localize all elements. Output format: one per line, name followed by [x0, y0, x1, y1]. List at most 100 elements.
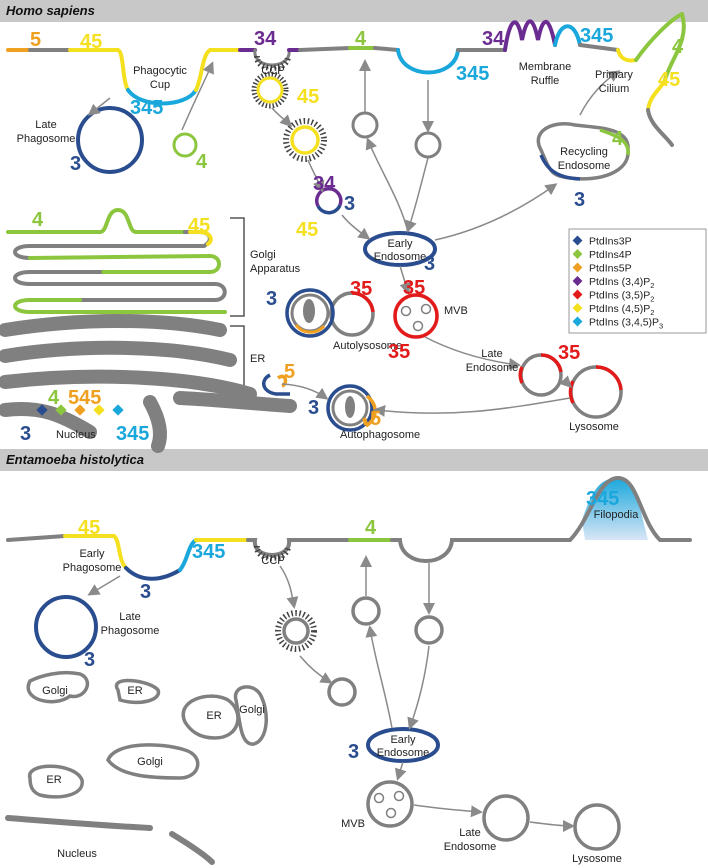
golgi-label-a: Golgi	[42, 685, 68, 697]
n-45-cilium: 45	[658, 69, 680, 91]
ameba-mvb	[366, 780, 414, 828]
ccv-2	[290, 125, 320, 155]
n-35-mvb-below: 35	[388, 341, 410, 363]
golgi-bracket	[230, 217, 245, 317]
ameba-labels: Early Phagosome Late Phagosome CCP Filop…	[42, 509, 639, 865]
human-vesicles	[76, 71, 630, 432]
late-phagosome-circle	[76, 106, 144, 174]
golgi-label-b: Golgi	[239, 704, 265, 716]
ameba-vesicles	[26, 595, 621, 851]
a-3-endosome: 3	[348, 741, 359, 763]
n-3-late-phagosome: 3	[70, 153, 81, 175]
a-3-late-phagosome: 3	[84, 649, 95, 671]
autolysosome-outer	[285, 288, 335, 338]
n-5-autophagosome: 5	[370, 408, 381, 430]
legend-box	[568, 228, 707, 334]
legend-label-3: PtdIns (3,4)P2	[589, 276, 654, 290]
legend-swatch-4	[572, 289, 583, 300]
n-34-ccp: 34	[254, 28, 277, 50]
mvb-circle	[393, 293, 439, 339]
early-endosome-label-1: Early	[387, 238, 413, 250]
n-345-pm: 345	[456, 63, 489, 85]
legend-label-5: PtdIns (4,5)P2	[589, 303, 654, 317]
n-3-early-endosome: 3	[424, 253, 435, 275]
ameba-nucleus	[5, 815, 215, 865]
er-label-b: ER	[206, 710, 221, 722]
phagocytic-cup-label-2: Cup	[150, 79, 170, 91]
filopodia-label: Filopodia	[594, 509, 640, 521]
human-labels: Phagocytic Cup Late Phagosome CCP Membra…	[17, 61, 634, 441]
recycling-endosome-label-1: Recycling	[560, 146, 608, 158]
golgi-label-c: Golgi	[137, 756, 163, 768]
n-345-nucleus: 345	[116, 423, 149, 445]
n-345-ruffle: 345	[580, 25, 613, 47]
nucleus-label: Nucleus	[56, 429, 96, 441]
ameba-nucleus-label: Nucleus	[57, 848, 97, 860]
n-4-recycling: 4	[612, 128, 624, 150]
early-endosome-label-2: Endosome	[374, 251, 427, 263]
homo-sapiens-title: Homo sapiens	[6, 3, 95, 18]
ameba-early-endosome-label-1: Early	[390, 734, 416, 746]
er-label-c: ER	[46, 774, 61, 786]
ameba-late-endosome	[482, 794, 530, 842]
entamoeba-title: Entamoeba histolytica	[6, 452, 144, 467]
ameba-ccv-coat	[275, 610, 317, 652]
legend-label-6: PtdIns (3,4,5)P3	[589, 317, 663, 331]
ccp-label: CCP	[261, 65, 284, 77]
a-3-phagosome: 3	[140, 581, 151, 603]
lysosome-label: Lysosome	[569, 421, 619, 433]
n-4-nucleus: 4	[48, 387, 60, 409]
ameba-early-phagosome-label-1: Early	[79, 548, 105, 560]
n-4-golgi: 4	[32, 209, 44, 231]
n-45-ccv: 45	[297, 86, 319, 108]
legend-swatch-6	[572, 316, 583, 327]
n-3-autolysosome: 3	[266, 288, 277, 310]
legend-swatch-1	[572, 249, 583, 259]
n-4-pm: 4	[355, 28, 367, 50]
autolysosome-label: Autolysosome	[333, 340, 402, 352]
ameba-late-phagosome	[34, 595, 98, 659]
ameba-early-phagosome-label-2: Phagosome	[63, 562, 122, 574]
ameba-pi-numbers: 45 345 3 3 4 345 3	[78, 488, 619, 763]
primary-cilium-label-2: Cilium	[599, 83, 630, 95]
ameba-arrows	[87, 555, 575, 832]
recycling-endosome-label-2: Endosome	[558, 160, 611, 172]
golgi-apparatus	[6, 207, 227, 314]
ameba-golgi-2	[233, 685, 268, 746]
early-endosome-ellipse	[363, 231, 437, 267]
late-phagosome-label-2: Phagosome	[17, 133, 76, 145]
ameba-late-phagosome-label-2: Phagosome	[101, 625, 160, 637]
n-35-mvb: 35	[403, 277, 425, 299]
n-45-pm: 45	[80, 31, 102, 53]
ameba-golgi-1	[26, 670, 90, 704]
ccv-1	[256, 76, 284, 104]
ameba-late-endosome-label-2: Endosome	[444, 841, 497, 853]
homo-sapiens-header: Homo sapiens	[0, 0, 708, 22]
uncoated-vesicle-34	[315, 187, 343, 207]
n-3-recycling: 3	[574, 189, 585, 211]
n-4-cilium: 4	[672, 36, 684, 58]
n-3-nucleus: 3	[20, 423, 31, 445]
n-345-cup: 345	[130, 97, 163, 119]
n-5-pm: 5	[30, 29, 41, 51]
ccv-coat-1	[251, 71, 289, 109]
recycling-vesicle-1	[351, 111, 379, 139]
n-34-ruffle: 34	[482, 28, 505, 50]
phagophore	[262, 373, 290, 396]
n-45-vesicle: 45	[296, 219, 318, 241]
membrane-ruffle-label-1: Membrane	[519, 61, 572, 73]
golgi-label-2: Apparatus	[250, 263, 301, 275]
recycling-vesicle-2	[414, 131, 442, 159]
a-345-filopodia: 345	[586, 488, 619, 510]
human-arrows	[87, 59, 621, 417]
n-5-phagophore: 5	[284, 361, 295, 383]
ameba-lysosome-label: Lysosome	[572, 853, 622, 865]
ameba-early-endosome-label-2: Endosome	[377, 747, 430, 759]
ameba-mvb-label: MVB	[341, 818, 365, 830]
ameba-vesicle-2	[351, 596, 381, 626]
entamoeba-header: Entamoeba histolytica	[0, 449, 708, 471]
human-er-nucleus	[0, 314, 297, 453]
